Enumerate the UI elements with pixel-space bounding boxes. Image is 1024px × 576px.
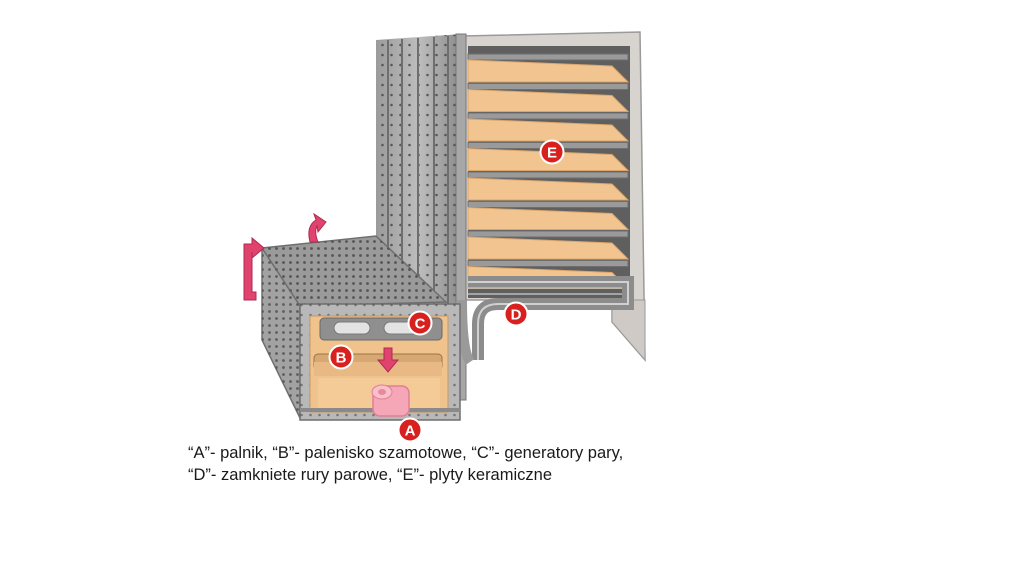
- shelf-rail: [468, 231, 628, 237]
- shelf-rail: [468, 54, 628, 60]
- steam-pipes: [462, 282, 628, 362]
- svg-text:C: C: [415, 316, 426, 333]
- exhaust-arrow-top: [309, 214, 326, 242]
- shelf-rail: [468, 202, 628, 208]
- caption-line-1: “A”- palnik, “B”- palenisko szamotowe, “…: [188, 442, 623, 464]
- marker-c: C: [409, 312, 432, 335]
- shelf-rail: [468, 261, 628, 267]
- svg-text:E: E: [547, 145, 557, 162]
- caption-line-2: “D”- zamkniete rury parowe, “E”- plyty k…: [188, 464, 623, 486]
- marker-b: B: [330, 346, 353, 369]
- marker-a: A: [399, 419, 422, 442]
- shelf-rail: [468, 172, 628, 178]
- shelf-rail: [468, 84, 628, 90]
- shelf-rail: [468, 113, 628, 119]
- exhaust-arrow-left: [244, 238, 264, 300]
- marker-d: D: [505, 303, 528, 326]
- burner: [372, 385, 409, 416]
- svg-text:B: B: [336, 350, 347, 367]
- marker-e: E: [541, 141, 564, 164]
- svg-text:D: D: [511, 307, 522, 324]
- legend-caption: “A”- palnik, “B”- palenisko szamotowe, “…: [188, 442, 623, 486]
- svg-text:A: A: [405, 423, 416, 440]
